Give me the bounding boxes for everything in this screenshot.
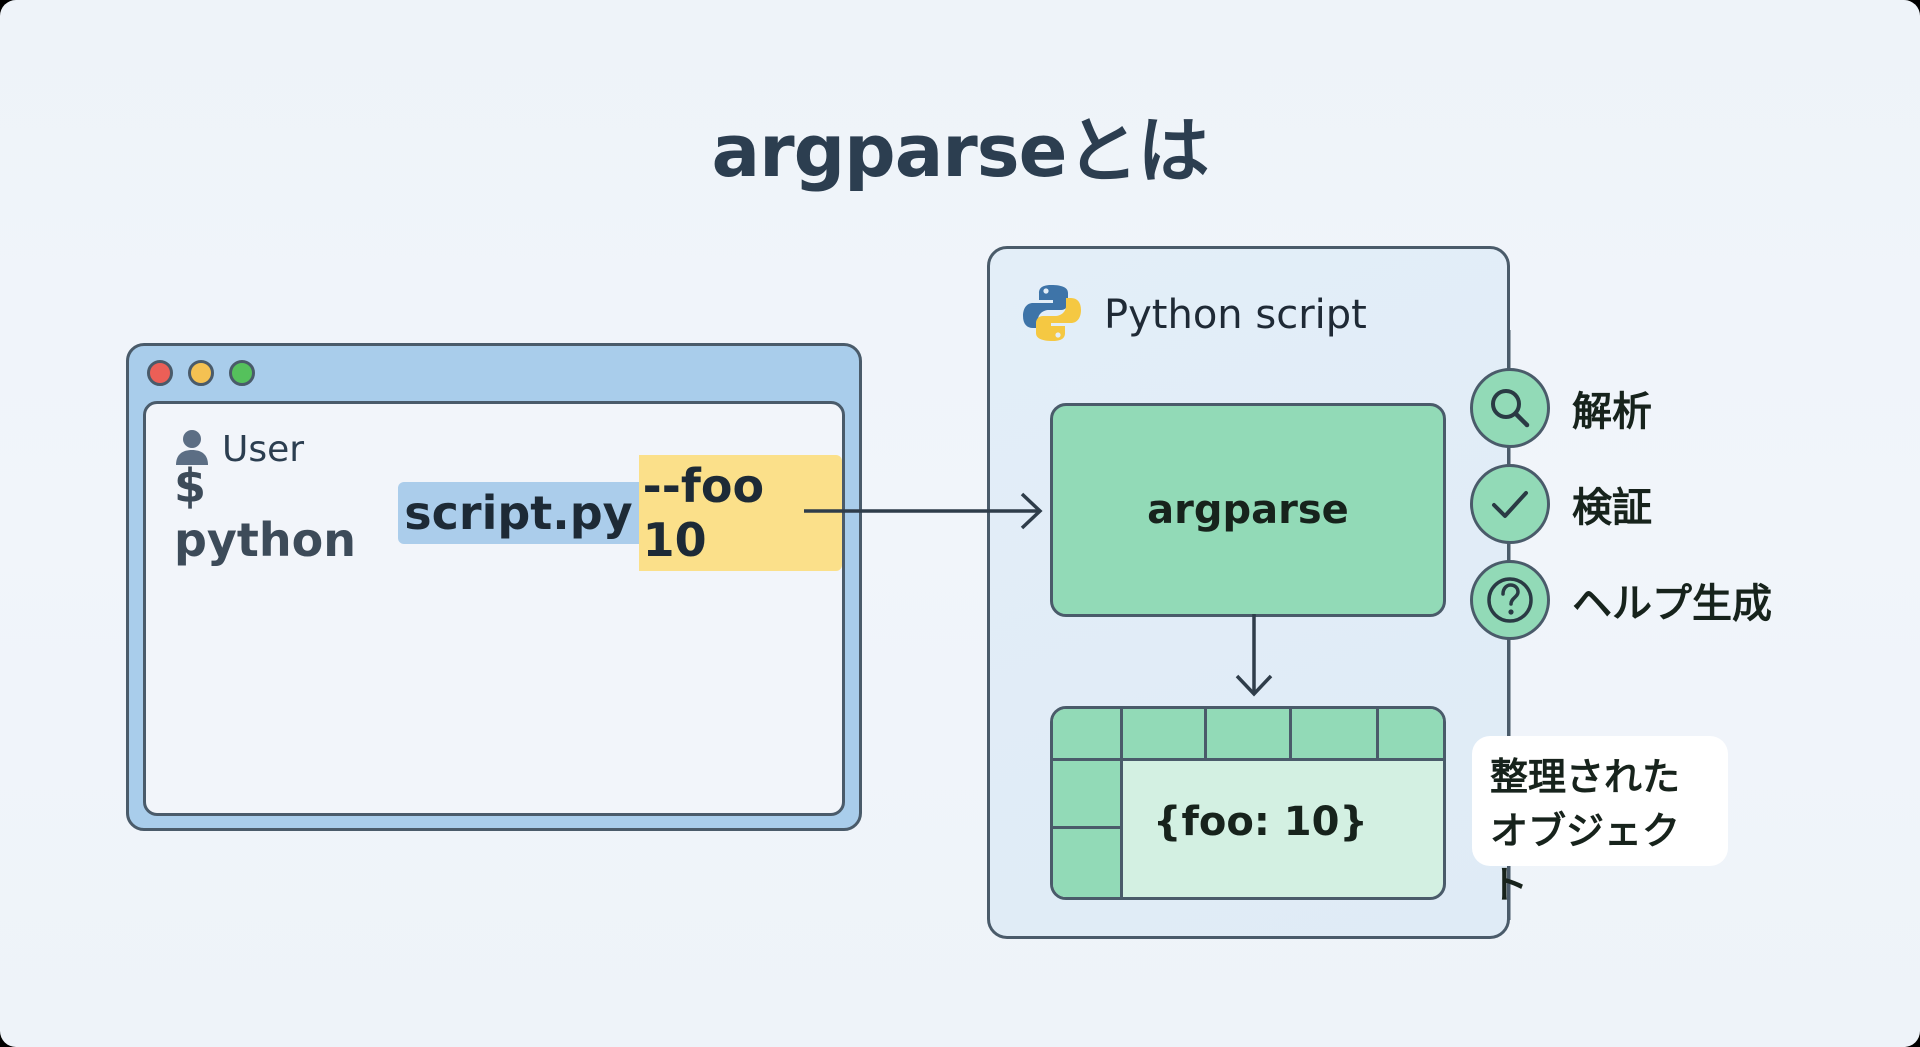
result-caption-line: 整理された [1490, 755, 1681, 799]
feature-validate: 検証 [1470, 464, 1652, 544]
command-script: script.py [398, 482, 639, 544]
feature-label: 解析 [1572, 389, 1652, 435]
command-line: $ python script.py --foo 10 [174, 455, 842, 571]
python-header: Python script [1020, 281, 1367, 349]
python-script-title: Python script [1104, 292, 1367, 338]
table-header-cell [1053, 709, 1123, 761]
user-row: User [174, 428, 304, 470]
feature-label: 検証 [1572, 485, 1652, 531]
window-close-button[interactable] [147, 360, 173, 386]
feature-help: ヘルプ生成 [1470, 560, 1772, 640]
help-icon [1470, 560, 1550, 640]
table-header-cell [1207, 709, 1292, 761]
table-header-cell [1379, 709, 1443, 761]
search-icon [1470, 368, 1550, 448]
terminal-body: User $ python script.py --foo 10 [143, 401, 845, 816]
table-row-cell [1053, 761, 1123, 829]
table-header-cell [1292, 709, 1379, 761]
feature-parse: 解析 [1470, 368, 1652, 448]
window-maximize-button[interactable] [229, 360, 255, 386]
command-args: --foo 10 [638, 455, 842, 571]
table-header-cell [1123, 709, 1207, 761]
result-caption: 整理された オブジェクト [1472, 736, 1728, 907]
python-script-container: Python script argparse {foo: 10} [987, 246, 1510, 939]
page-title: argparseとは [711, 109, 1210, 193]
user-icon [174, 428, 210, 470]
check-icon [1470, 464, 1550, 544]
parsed-object-value: {foo: 10} [1153, 799, 1368, 845]
feature-label: ヘルプ生成 [1572, 581, 1772, 627]
parsed-object-table: {foo: 10} [1050, 706, 1446, 900]
python-logo-icon [1020, 281, 1084, 349]
user-label: User [222, 428, 305, 470]
argparse-module-box: argparse [1050, 403, 1446, 617]
result-caption-line: オブジェクト [1490, 809, 1681, 907]
table-row-cell [1053, 829, 1123, 897]
command-prompt: $ python [174, 459, 357, 567]
terminal-window: User $ python script.py --foo 10 [126, 343, 862, 831]
window-minimize-button[interactable] [188, 360, 214, 386]
argparse-label: argparse [1147, 487, 1349, 533]
